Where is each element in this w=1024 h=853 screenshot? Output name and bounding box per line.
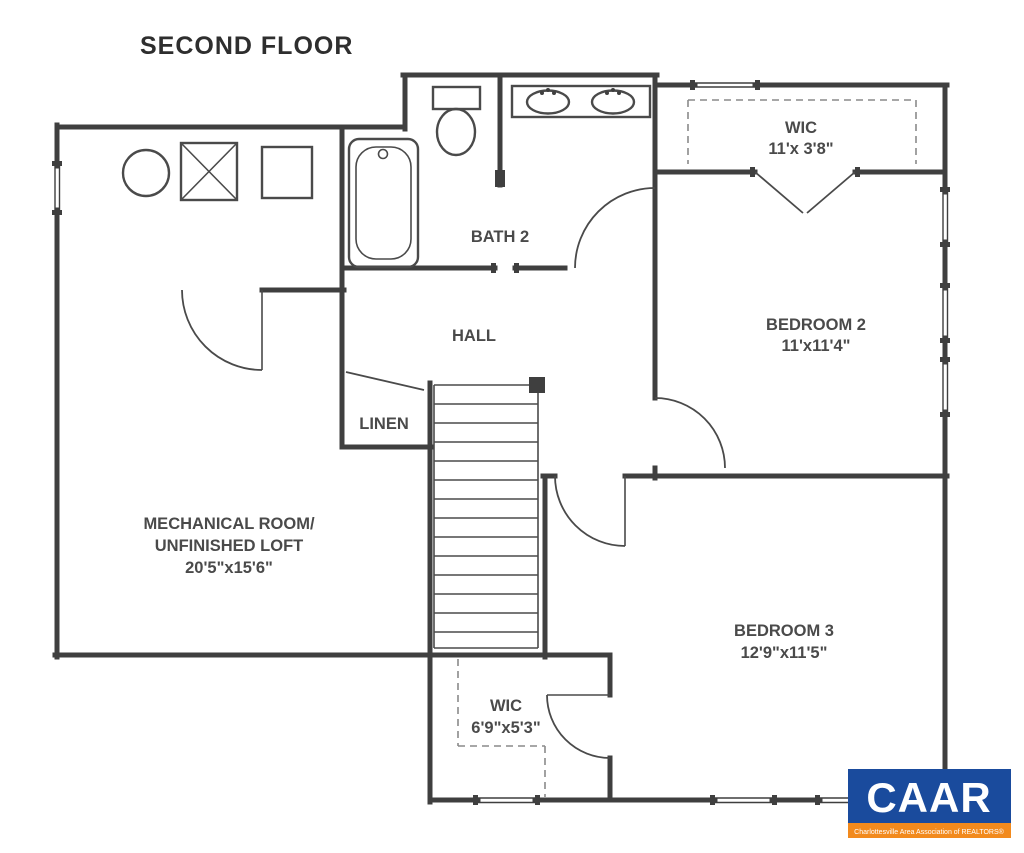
window-jamb	[535, 795, 540, 805]
window-jamb	[755, 80, 760, 90]
windows	[52, 80, 950, 805]
door-jamb	[855, 167, 860, 177]
wic-bottom-dims: 6'9"x5'3"	[471, 719, 540, 737]
hall-label: HALL	[452, 327, 496, 345]
linen-door-leaf-icon	[345, 371, 425, 391]
caar-logo: CAAR Charlottesville Area Association of…	[848, 769, 1011, 838]
vanity-counter-icon	[510, 84, 652, 119]
sink-icon	[525, 89, 571, 115]
faucet-icon	[546, 88, 550, 92]
wic-top-label: WIC	[785, 119, 817, 137]
wic-door-arc-icon	[546, 694, 611, 759]
washer-icon	[179, 141, 239, 202]
window-jamb	[52, 210, 62, 215]
mechanical-label-line1: MECHANICAL ROOM/	[143, 515, 315, 533]
fixtures	[121, 84, 652, 269]
bedroom2-door-arc-icon	[654, 397, 726, 469]
bedroom3-dims: 12'9"x11'5"	[741, 644, 828, 662]
mechanical-dims: 20'5"x15'6"	[185, 559, 273, 577]
bathtub-icon	[347, 137, 420, 269]
door-jamb	[491, 263, 496, 273]
caar-logo-orange-bar	[848, 823, 1011, 838]
closet-door-leaf-icon	[754, 171, 804, 214]
page-title: SECOND FLOOR	[140, 32, 353, 60]
window-jamb	[52, 161, 62, 166]
faucet-icon	[611, 88, 615, 92]
faucet-icon	[605, 91, 609, 95]
mech-door-arc-icon	[181, 289, 263, 371]
bath2-label: BATH 2	[471, 228, 529, 246]
toilet-icon	[435, 107, 477, 157]
caar-logo-blue-box	[848, 769, 1011, 823]
caar-logo-tagline: Charlottesville Area Association of REAL…	[854, 828, 1004, 836]
doors	[181, 167, 860, 759]
sink-icon	[590, 89, 636, 115]
window-jamb	[710, 795, 715, 805]
bedroom2-label: BEDROOM 2	[766, 316, 866, 334]
door-jamb	[750, 167, 755, 177]
wall-end-cap	[495, 170, 505, 187]
faucet-icon	[540, 91, 544, 95]
linen-label: LINEN	[359, 415, 409, 433]
wic-top-dims: 11'x 3'8"	[768, 140, 833, 158]
closet-dashed-outlines	[457, 99, 917, 797]
faucet-icon	[552, 91, 556, 95]
caar-logo-text: CAAR	[866, 774, 991, 821]
walls	[52, 72, 950, 805]
room-labels: BATH 2 HALL LINEN WIC 11'x 3'8" BEDROOM …	[143, 119, 866, 737]
window-jamb	[473, 795, 478, 805]
window-jamb	[815, 795, 820, 805]
closet-door-leaf-icon	[806, 171, 856, 214]
window-jamb	[772, 795, 777, 805]
faucet-icon	[617, 91, 621, 95]
bath2-door-arc-icon	[574, 187, 656, 269]
utility-sink-icon	[121, 148, 171, 198]
mechanical-label-line2: UNFINISHED LOFT	[155, 537, 304, 555]
window-jamb	[940, 283, 950, 288]
window-jamb	[940, 187, 950, 192]
toilet-icon	[431, 85, 482, 111]
dryer-icon	[260, 145, 314, 200]
bedroom3-door-arc-icon	[554, 475, 626, 547]
stairs	[433, 377, 545, 649]
stair-newel	[529, 377, 545, 393]
washer-icon	[180, 142, 238, 201]
window-jamb	[940, 338, 950, 343]
window-jamb	[940, 412, 950, 417]
bedroom3-label: BEDROOM 3	[734, 622, 834, 640]
wic-bottom-label: WIC	[490, 697, 522, 715]
bedroom2-dims: 11'x11'4"	[782, 337, 851, 355]
tub-faucet-icon	[377, 148, 389, 160]
window-jamb	[940, 357, 950, 362]
door-jamb	[514, 263, 519, 273]
bathtub-icon	[355, 146, 412, 260]
window-jamb	[690, 80, 695, 90]
window-jamb	[940, 242, 950, 247]
